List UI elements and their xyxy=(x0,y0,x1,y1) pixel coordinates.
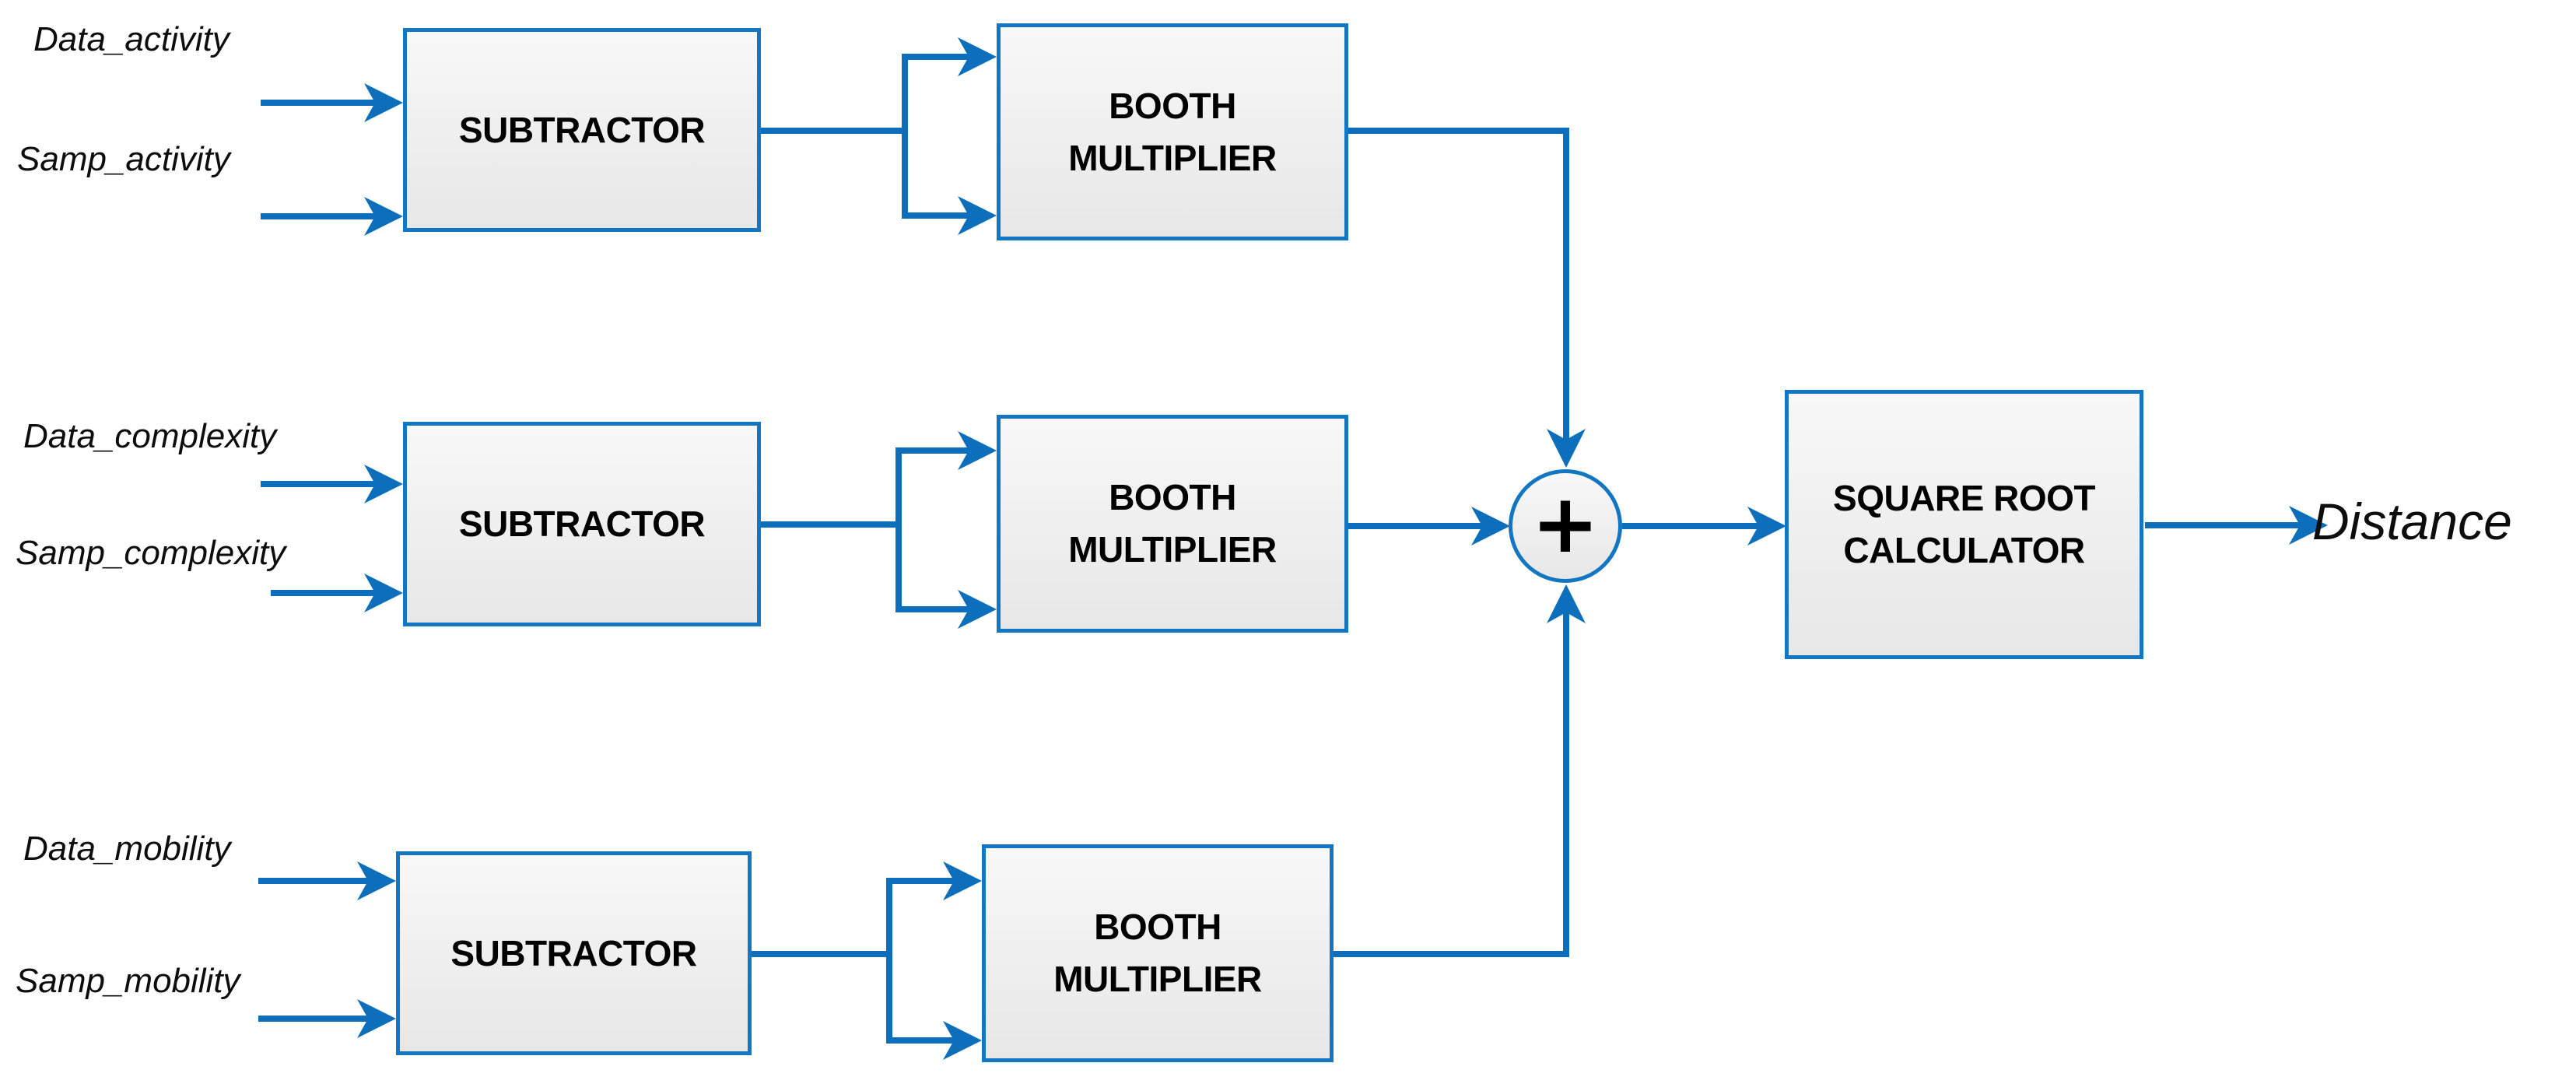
input-label-data-mobility: Data_mobility xyxy=(23,830,231,868)
booth-multiplier-label-line1: BOOTH xyxy=(1094,907,1221,948)
arrowhead-icon xyxy=(364,574,403,612)
subtractor-block-complexity: SUBTRACTOR xyxy=(403,422,769,635)
input-label-samp-complexity: Samp_complexity xyxy=(16,534,286,572)
input-label-data-complexity: Data_complexity xyxy=(23,417,277,455)
input-label-samp-activity: Samp_activity xyxy=(17,140,230,178)
input-label-data-activity: Data_activity xyxy=(33,20,230,58)
arrowhead-icon xyxy=(958,196,997,235)
arrowhead-icon xyxy=(357,999,396,1038)
arrowhead-icon xyxy=(1471,507,1510,546)
arrowhead-icon xyxy=(364,197,403,236)
arrowhead-icon xyxy=(364,465,403,503)
sqrt-label-line2: CALCULATOR xyxy=(1843,530,2085,570)
connector-elbow xyxy=(1334,611,1569,957)
arrowhead-icon xyxy=(1747,507,1786,546)
booth-multiplier-label-line2: MULTIPLIER xyxy=(1053,959,1262,999)
booth-multiplier-label-line1: BOOTH xyxy=(1109,477,1236,518)
adder-node: + xyxy=(1509,469,1628,588)
subtractor-label: SUBTRACTOR xyxy=(458,109,706,150)
subtractor-label: SUBTRACTOR xyxy=(450,932,697,973)
booth-multiplier-block-mobility: BOOTH MULTIPLIER xyxy=(982,844,1342,1071)
plus-symbol: + xyxy=(1531,476,1600,571)
arrowhead-icon xyxy=(1547,584,1586,623)
booth-multiplier-block-activity: BOOTH MULTIPLIER xyxy=(997,23,1357,249)
arrowhead-icon xyxy=(958,431,997,470)
subtractor-label: SUBTRACTOR xyxy=(458,503,706,545)
booth-multiplier-label-line2: MULTIPLIER xyxy=(1068,137,1277,178)
arrowhead-icon xyxy=(943,1021,982,1060)
output-label-distance: Distance xyxy=(2312,493,2512,550)
arrowhead-icon xyxy=(958,590,997,629)
booth-multiplier-label-line1: BOOTH xyxy=(1109,85,1236,126)
input-label-samp-mobility: Samp_mobility xyxy=(16,962,240,1000)
subtractor-block-mobility: SUBTRACTOR xyxy=(396,851,760,1064)
square-root-calculator-block: SQUARE ROOT CALCULATOR xyxy=(1785,390,2152,668)
arrowhead-icon xyxy=(357,861,396,900)
booth-multiplier-label-line2: MULTIPLIER xyxy=(1068,529,1277,570)
arrowhead-icon xyxy=(958,37,997,76)
subtractor-block-activity: SUBTRACTOR xyxy=(403,28,769,240)
booth-multiplier-block-complexity: BOOTH MULTIPLIER xyxy=(997,415,1357,641)
arrowhead-icon xyxy=(943,861,982,900)
connector-elbow xyxy=(1348,128,1569,441)
sqrt-label-line1: SQUARE ROOT xyxy=(1833,478,2095,519)
arrowhead-icon xyxy=(1547,429,1586,468)
arrowhead-icon xyxy=(364,83,403,122)
